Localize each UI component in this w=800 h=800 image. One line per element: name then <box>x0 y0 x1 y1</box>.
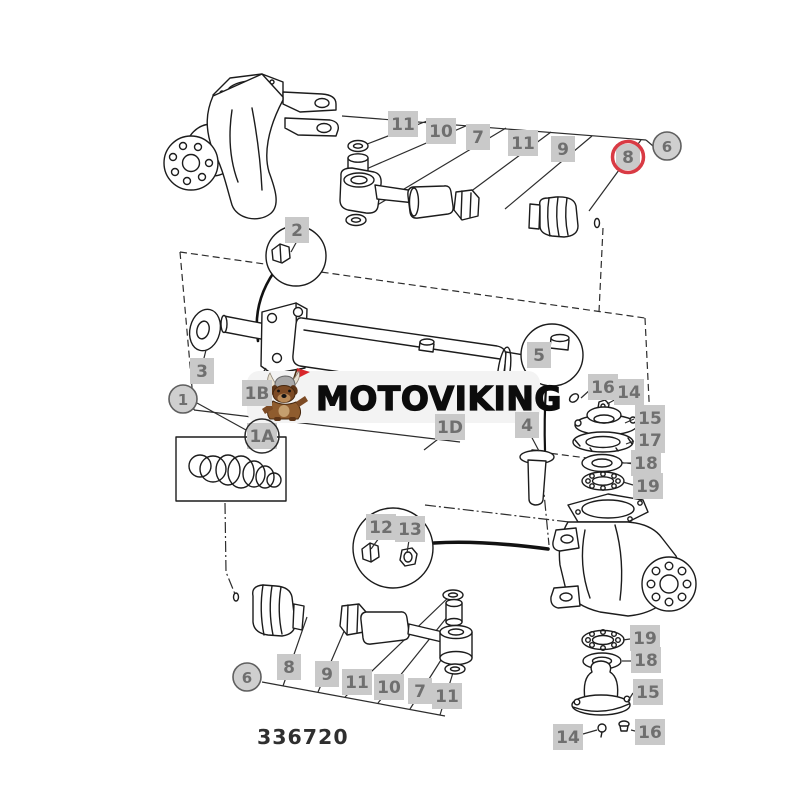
callout-8-29: 8 <box>277 654 301 680</box>
svg-text:15: 15 <box>636 683 660 703</box>
svg-text:17: 17 <box>638 431 662 451</box>
callout-3-8: 3 <box>190 358 214 384</box>
callout-15-25: 15 <box>633 679 663 705</box>
callout-19-20: 19 <box>633 473 663 499</box>
svg-text:1D: 1D <box>437 418 463 438</box>
callout-15-17: 15 <box>635 405 665 431</box>
svg-text:19: 19 <box>633 629 657 649</box>
svg-text:9: 9 <box>557 140 569 160</box>
svg-text:8: 8 <box>283 658 295 678</box>
inset-bolt-2 <box>265 225 327 287</box>
callout-6-28: 6 <box>232 662 262 692</box>
svg-text:15: 15 <box>638 409 662 429</box>
svg-text:13: 13 <box>398 520 422 540</box>
svg-text:1: 1 <box>178 391 188 409</box>
svg-text:8: 8 <box>622 148 634 168</box>
callout-1A-11: 1A <box>244 418 280 454</box>
svg-text:1A: 1A <box>250 427 276 447</box>
svg-text:18: 18 <box>634 454 658 474</box>
callout-6-6: 6 <box>652 131 682 161</box>
svg-text:7: 7 <box>414 682 426 702</box>
callout-17-18: 17 <box>635 427 665 453</box>
svg-text:7: 7 <box>472 128 484 148</box>
tie-rod-assembly-top <box>339 139 601 238</box>
svg-text:12: 12 <box>369 518 393 538</box>
svg-text:14: 14 <box>556 728 580 748</box>
callout-11-3: 11 <box>508 130 538 156</box>
callout-13-22: 13 <box>395 516 425 542</box>
callout-9-4: 9 <box>551 136 575 162</box>
svg-text:1B: 1B <box>245 384 270 404</box>
callout-16-15: 16 <box>588 374 618 400</box>
svg-text:6: 6 <box>662 138 672 156</box>
svg-text:14: 14 <box>617 383 641 403</box>
callout-18-24: 18 <box>631 647 661 673</box>
svg-text:16: 16 <box>638 723 662 743</box>
callout-2-7: 2 <box>285 217 309 243</box>
mascot-flag <box>297 368 310 378</box>
svg-text:6: 6 <box>242 669 252 687</box>
callout-1-9: 1 <box>168 384 198 414</box>
callout-14-26: 14 <box>553 724 583 750</box>
svg-text:11: 11 <box>391 115 415 135</box>
logo-text: MOTOVIKING <box>316 379 562 418</box>
callout-10-1: 10 <box>426 118 456 144</box>
inset-bolt-5 <box>520 323 584 387</box>
logo-band: MOTOVIKING <box>247 368 562 423</box>
svg-text:10: 10 <box>429 122 453 142</box>
callout-18-19: 18 <box>631 450 661 476</box>
callout-12-21: 12 <box>366 514 396 540</box>
callout-14-16: 14 <box>614 379 644 405</box>
svg-text:10: 10 <box>377 678 401 698</box>
callout-16-27: 16 <box>635 719 665 745</box>
callout-7-2: 7 <box>466 124 490 150</box>
svg-text:5: 5 <box>533 346 545 366</box>
logo-band-background <box>247 371 540 423</box>
callout-1B-10: 1B <box>242 380 272 406</box>
callout-19-23: 19 <box>630 625 660 651</box>
svg-text:11: 11 <box>511 134 535 154</box>
bearing-stack-upper <box>568 393 638 491</box>
knuckle-bottom-right <box>550 493 697 617</box>
callout-8-5: 8 <box>610 139 646 175</box>
highlight-ring <box>610 139 646 175</box>
callout-1D-12: 1D <box>435 414 465 440</box>
svg-text:18: 18 <box>634 651 658 671</box>
svg-text:19: 19 <box>636 477 660 497</box>
callout-11-31: 11 <box>342 669 372 695</box>
tie-rod-assembly-bottom <box>232 584 473 675</box>
svg-text:16: 16 <box>591 378 615 398</box>
callout-4-14: 4 <box>515 412 539 438</box>
kingpin <box>519 449 555 506</box>
svg-text:2: 2 <box>291 221 303 241</box>
svg-text:9: 9 <box>321 665 333 685</box>
construction-lines <box>179 227 653 600</box>
svg-text:3: 3 <box>196 362 208 382</box>
callout-11-34: 11 <box>432 683 462 709</box>
callout-10-32: 10 <box>374 674 404 700</box>
svg-text:4: 4 <box>521 416 533 436</box>
knuckle-top-left <box>163 73 340 220</box>
part-number: 336720 <box>257 725 349 749</box>
svg-text:11: 11 <box>435 687 459 707</box>
callout-5-13: 5 <box>527 342 551 368</box>
bearing-stack-lower <box>571 629 631 738</box>
callout-11-0: 11 <box>388 111 418 137</box>
callout-9-30: 9 <box>315 661 339 687</box>
callout-7-33: 7 <box>408 678 432 704</box>
svg-text:11: 11 <box>345 673 369 693</box>
